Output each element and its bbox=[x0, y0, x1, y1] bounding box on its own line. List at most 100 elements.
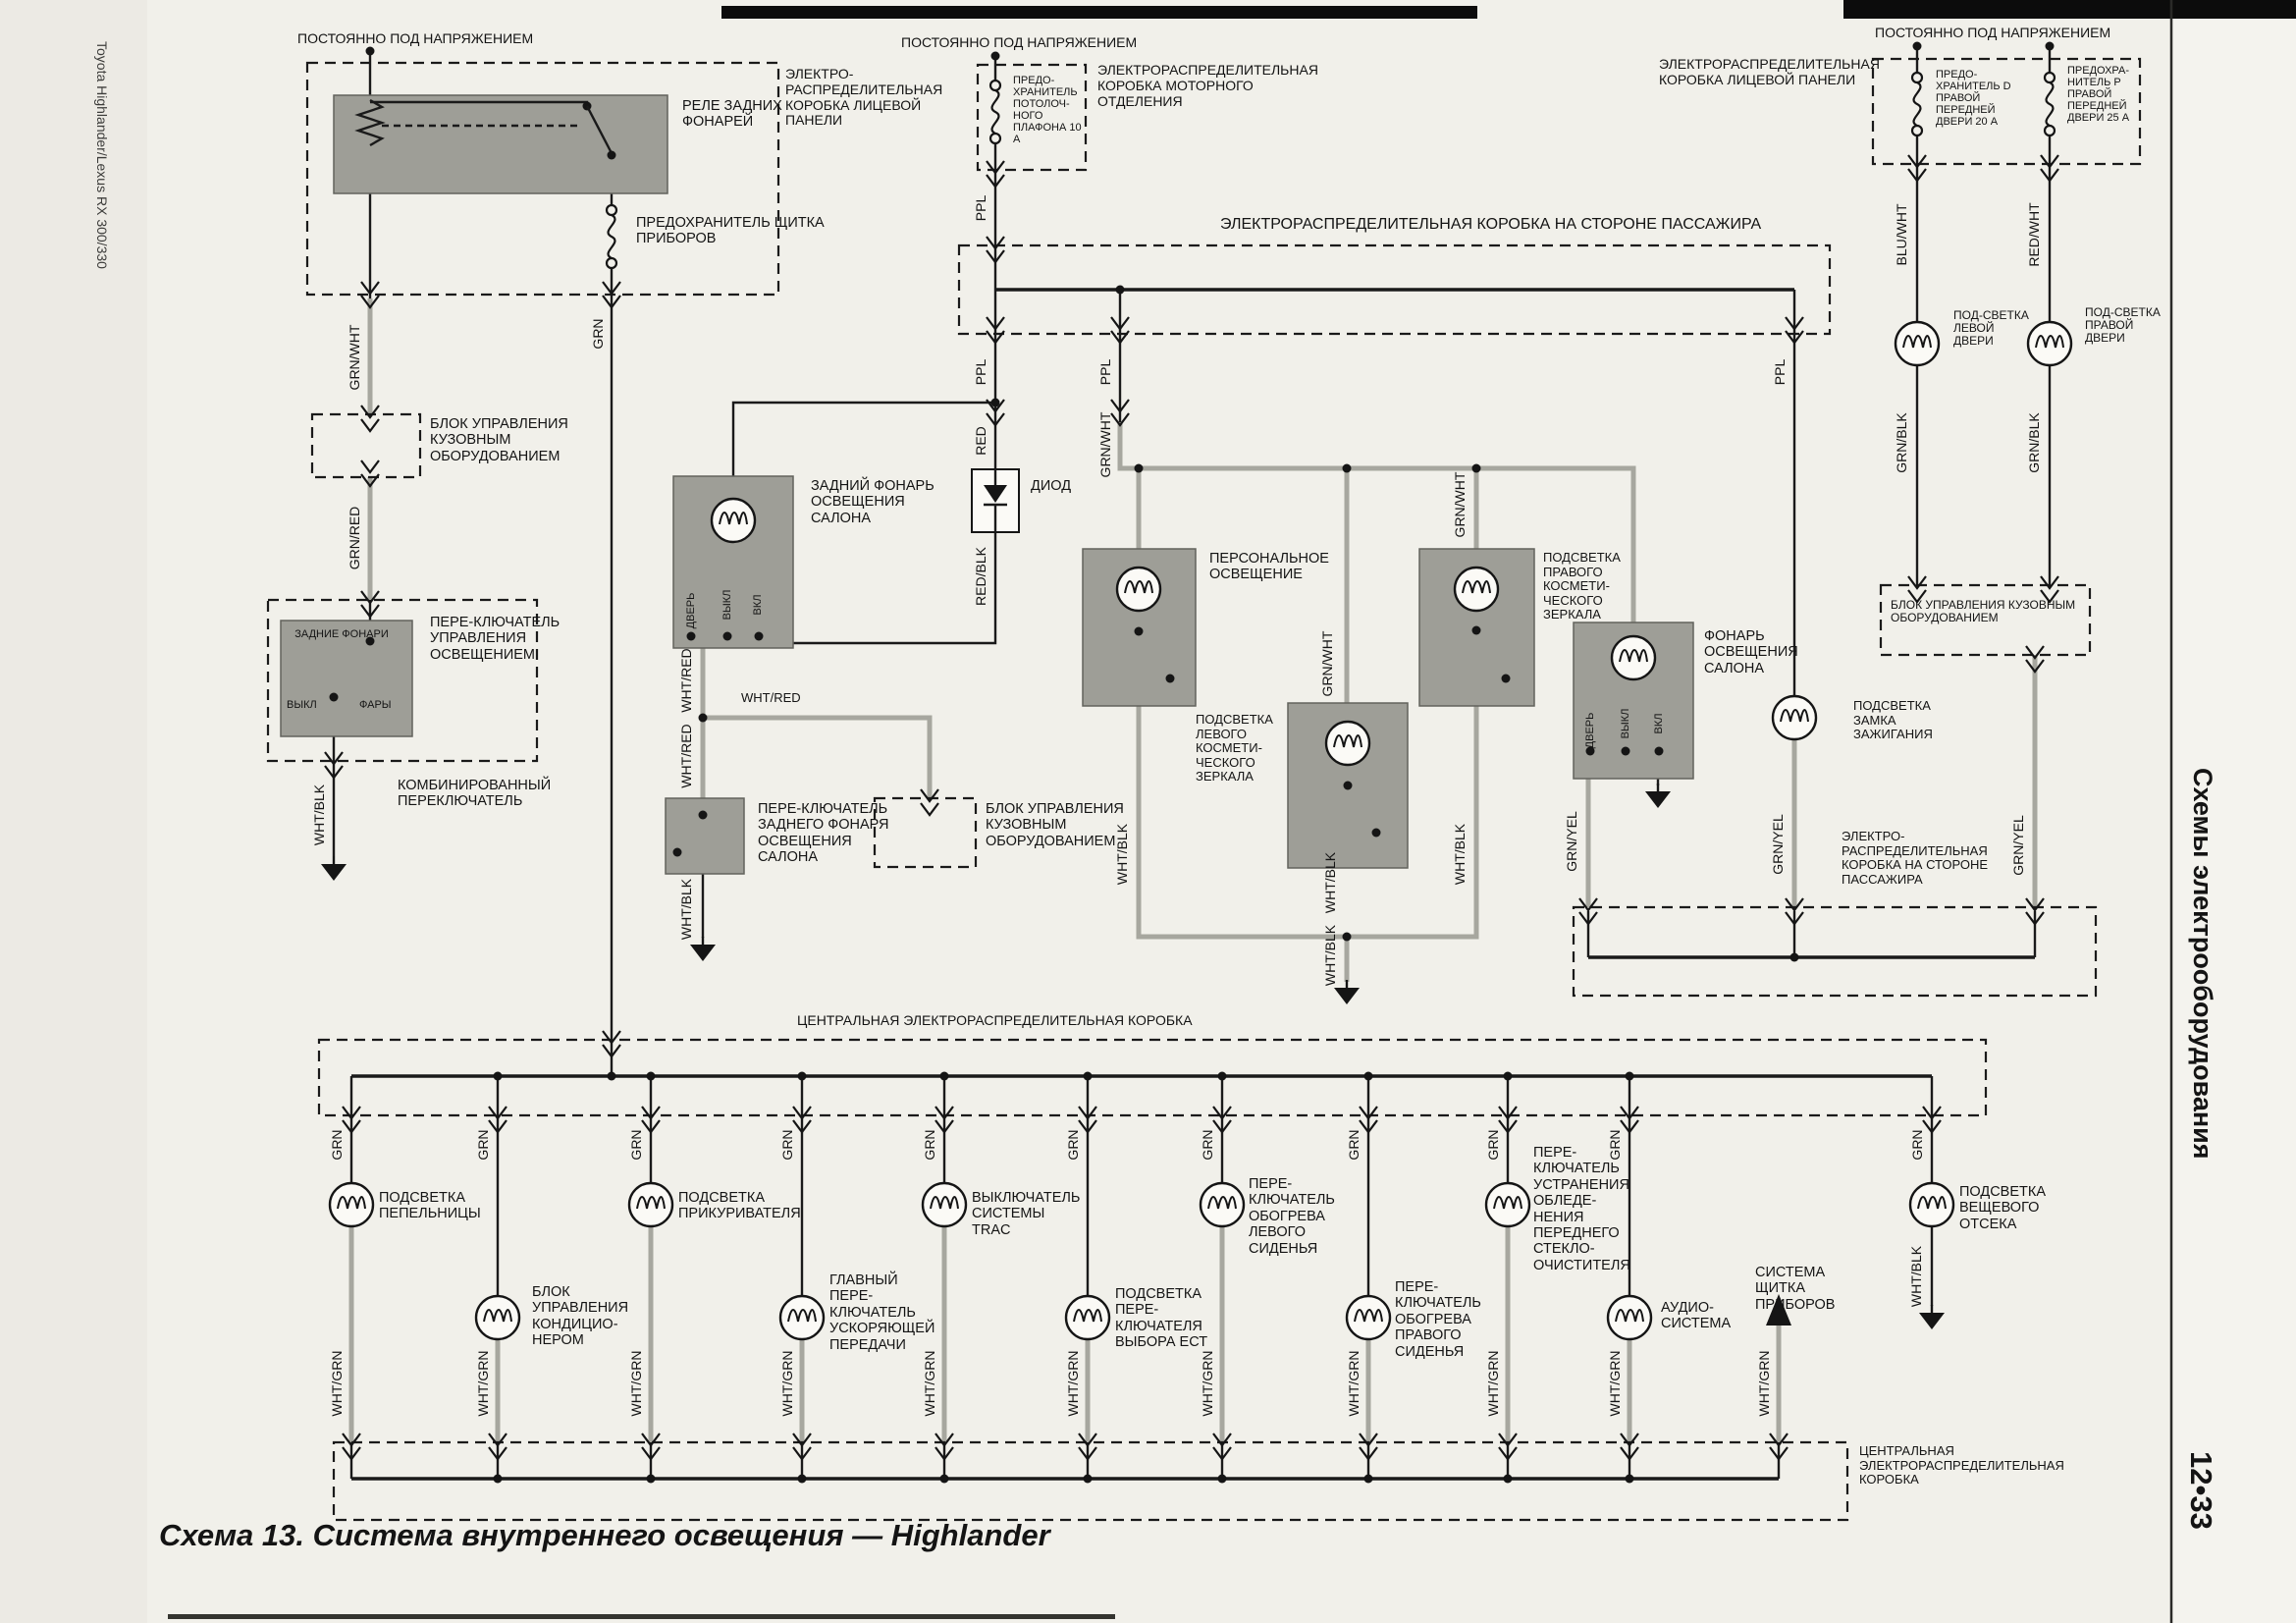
label-fuse-p: ПРЕДОХРА-НИТЕЛЬ P ПРАВОЙ ПЕРЕДНЕЙ ДВЕРИ … bbox=[2067, 65, 2130, 125]
light-control-switch-box bbox=[266, 598, 539, 763]
wire-label-wht-grn: WHT/GRN bbox=[922, 1350, 937, 1417]
wire-label-grn: GRN bbox=[1607, 1129, 1623, 1161]
wire-label-red-wht: RED/WHT bbox=[2026, 202, 2042, 267]
label-gauge-fuse: ПРЕДОХРАНИТЕЛЬ ЩИТКА ПРИБОРОВ bbox=[636, 215, 825, 247]
wire-label-blu-wht: BLU/WHT bbox=[1894, 203, 1909, 266]
scan-artifact-line bbox=[168, 1614, 1115, 1619]
label-diode: ДИОД bbox=[1031, 478, 1072, 494]
scan-artifact-bar bbox=[721, 6, 1477, 19]
label-position-off: ВЫКЛ bbox=[721, 589, 733, 621]
wire-label-grn-blk: GRN/BLK bbox=[1894, 412, 1909, 473]
wire-label-grn: GRN bbox=[1485, 1129, 1501, 1161]
wire-label-wht-grn: WHT/GRN bbox=[779, 1350, 795, 1417]
wire-label-grn-wht: GRN/WHT bbox=[347, 324, 362, 391]
wire-label-wht-grn: WHT/GRN bbox=[1485, 1350, 1501, 1417]
label-body-ecu-right: БЛОК УПРАВЛЕНИЯ КУЗОВНЫМ ОБОРУДОВАНИЕМ bbox=[1891, 598, 2076, 625]
wire-label-grn: GRN bbox=[1346, 1129, 1362, 1161]
label-light-control-switch: ПЕРЕ-КЛЮЧАТЕЛЬ УПРАВЛЕНИЯ ОСВЕЩЕНИЕМ bbox=[430, 615, 561, 663]
spine-right-title: Схемы электрооборудования bbox=[2188, 768, 2217, 1160]
wire-label-wht-blk: WHT/BLK bbox=[1452, 823, 1468, 886]
label-ip-junction-box-left: ЭЛЕКТРО-РАСПРЕДЕЛИТЕЛЬНАЯ КОРОБКА ЛИЦЕВО… bbox=[785, 66, 943, 129]
spine-left-text: Toyota Highlander/Lexus RX 300/330 bbox=[94, 41, 110, 269]
label-body-ecu-middle: БЛОК УПРАВЛЕНИЯ КУЗОВНЫМ ОБОРУДОВАНИЕМ bbox=[986, 801, 1124, 849]
passenger-junction-box-top bbox=[957, 243, 1832, 336]
label-right-seat-heater: ПЕРЕ-КЛЮЧАТЕЛЬ ОБОГРЕВА ПРАВОГО СИДЕНЬЯ bbox=[1395, 1279, 1481, 1360]
label-dome-light: ФОНАРЬ ОСВЕЩЕНИЯ САЛОНА bbox=[1704, 628, 1798, 676]
relay-internals bbox=[354, 98, 616, 160]
wire-label-grn-red: GRN/RED bbox=[347, 506, 362, 570]
tail-light-relay-box bbox=[333, 94, 668, 194]
label-rear-interior-light-switch: ПЕРЕ-КЛЮЧАТЕЛЬ ЗАДНЕГО ФОНАРЯ ОСВЕЩЕНИЯ … bbox=[758, 801, 889, 866]
wire-label-wht-blk: WHT/BLK bbox=[311, 784, 327, 846]
junction-dots bbox=[329, 41, 2055, 1484]
label-always-powered-middle: ПОСТОЯННО ПОД НАПРЯЖЕНИЕМ bbox=[901, 34, 1138, 50]
wire-label-red-blk: RED/BLK bbox=[973, 547, 988, 606]
central-junction-box-top bbox=[317, 1038, 1988, 1117]
label-rear-interior-light: ЗАДНИЙ ФОНАРЬ ОСВЕЩЕНИЯ САЛОНА bbox=[811, 478, 934, 526]
passenger-junction-box-bottom bbox=[1572, 905, 2098, 998]
label-position-door: ДВЕРЬ bbox=[684, 592, 697, 629]
label-ignition-key-light: ПОДСВЕТКА ЗАМКА ЗАЖИГАНИЯ bbox=[1853, 698, 1933, 742]
label-right-door-light: ПОД-СВЕТКА ПРАВОЙ ДВЕРИ bbox=[2085, 305, 2161, 346]
wire-label-grn: GRN bbox=[475, 1129, 491, 1161]
wire-label-wht-grn: WHT/GRN bbox=[1756, 1350, 1772, 1417]
label-always-powered-right: ПОСТОЯННО ПОД НАПРЯЖЕНИЕМ bbox=[1875, 25, 2111, 40]
wire-label-grn: GRN bbox=[1065, 1129, 1081, 1161]
dome-fuse-symbol bbox=[988, 79, 1002, 145]
label-position-tail: ЗАДНИЕ ФОНАРИ bbox=[294, 628, 389, 640]
right-fuse-box bbox=[1871, 57, 2142, 166]
wire-label-grn-wht: GRN/WHT bbox=[1097, 411, 1113, 478]
label-ip-junction-box-right: ЭЛЕКТРОРАСПРЕДЕЛИТЕЛЬНАЯ КОРОБКА ЛИЦЕВОЙ… bbox=[1659, 56, 1880, 87]
wire-label-grn: GRN bbox=[922, 1129, 937, 1161]
label-position-head: ФАРЫ bbox=[359, 699, 392, 711]
scan-right-edge bbox=[2173, 0, 2296, 1623]
label-gauge-system: СИСТЕМА ЩИТКА ПРИБОРОВ bbox=[1755, 1265, 1836, 1313]
label-left-seat-heater: ПЕРЕ-КЛЮЧАТЕЛЬ ОБОГРЕВА ЛЕВОГО СИДЕНЬЯ bbox=[1249, 1176, 1335, 1257]
label-left-door-light: ПОД-СВЕТКА ЛЕВОЙ ДВЕРИ bbox=[1953, 308, 2029, 349]
wire-label-grn-wht: GRN/WHT bbox=[1452, 471, 1468, 538]
body-ecu-middle-box bbox=[873, 796, 978, 869]
junction-boxes bbox=[266, 57, 2142, 1522]
spine-right-page-number: 12•33 bbox=[2184, 1451, 2218, 1530]
ground-symbols bbox=[319, 782, 1947, 1331]
scan-artifact-bar bbox=[1843, 0, 2296, 19]
rear-interior-light-switch-box bbox=[665, 797, 745, 875]
wire-label-ppl: PPL bbox=[1772, 358, 1788, 386]
gauge-system-arrow bbox=[1766, 1294, 1791, 1325]
wire-label-grn: GRN bbox=[1909, 1129, 1925, 1161]
wire-label-grn: GRN bbox=[779, 1129, 795, 1161]
fuse-d-symbol bbox=[1910, 71, 1924, 137]
wire-label-wht-grn: WHT/GRN bbox=[1200, 1350, 1215, 1417]
wire-label-red: RED bbox=[973, 426, 988, 456]
label-engine-junction-box: ЭЛЕКТРОРАСПРЕДЕЛИТЕЛЬНАЯ КОРОБКА МОТОРНО… bbox=[1097, 62, 1318, 109]
gauge-fuse-symbol bbox=[605, 203, 618, 270]
diagram-caption: Схема 13. Система внутреннего освещения … bbox=[159, 1518, 1050, 1552]
wire-label-wht-blk: WHT/BLK bbox=[1908, 1245, 1924, 1308]
wire-label-wht-grn: WHT/GRN bbox=[475, 1350, 491, 1417]
label-position-off: ВЫКЛ bbox=[287, 699, 317, 711]
wire-label-wht-grn: WHT/GRN bbox=[329, 1350, 345, 1417]
label-audio-system: АУДИО-СИСТЕМА bbox=[1661, 1300, 1732, 1332]
label-ashtray-light: ПОДСВЕТКА ПЕПЕЛЬНИЦЫ bbox=[379, 1190, 481, 1222]
label-body-ecu-left: БЛОК УПРАВЛЕНИЯ КУЗОВНЫМ ОБОРУДОВАНИЕМ bbox=[430, 416, 568, 464]
label-right-vanity-light: ПОДСВЕТКА ПРАВОГО КОСМЕТИ-ЧЕСКОГО ЗЕРКАЛ… bbox=[1543, 550, 1621, 622]
body-ecu-right-box bbox=[1879, 583, 2092, 657]
label-passenger-junction-box-bottom: ЭЛЕКТРО-РАСПРЕДЕЛИТЕЛЬНАЯ КОРОБКА НА СТО… bbox=[1842, 829, 1989, 887]
wire-label-wht-grn: WHT/GRN bbox=[628, 1350, 644, 1417]
label-trac-switch: ВЫКЛЮЧАТЕЛЬ СИСТЕМЫ TRAC bbox=[972, 1190, 1081, 1238]
lamp-symbols bbox=[328, 320, 2073, 1341]
wire-label-grn: GRN bbox=[628, 1129, 644, 1161]
diode-symbol bbox=[971, 468, 1020, 533]
label-ect-switch-light: ПОДСВЕТКА ПЕРЕ-КЛЮЧАТЕЛЯ ВЫБОРА ЕСТ bbox=[1115, 1286, 1208, 1351]
label-glovebox-light: ПОДСВЕТКА ВЕЩЕВОГО ОТСЕКА bbox=[1959, 1184, 2046, 1232]
label-tail-light-relay: РЕЛЕ ЗАДНИХ ФОНАРЕЙ bbox=[682, 98, 782, 131]
label-position-on: ВКЛ bbox=[751, 594, 764, 616]
wire-label-grn-yel: GRN/YEL bbox=[1770, 814, 1786, 875]
wire-label-grn-blk: GRN/BLK bbox=[2026, 412, 2042, 473]
wire-label-grn-yel: GRN/YEL bbox=[2010, 815, 2026, 876]
wire-label-wht-grn: WHT/GRN bbox=[1065, 1350, 1081, 1417]
label-position-on: ВКЛ bbox=[1652, 713, 1665, 734]
label-left-vanity-light: ПОДСВЕТКА ЛЕВОГО КОСМЕТИ-ЧЕСКОГО ЗЕРКАЛА bbox=[1196, 712, 1273, 784]
label-combination-switch: КОМБИНИРОВАННЫЙ ПЕРЕКЛЮЧАТЕЛЬ bbox=[398, 778, 552, 810]
